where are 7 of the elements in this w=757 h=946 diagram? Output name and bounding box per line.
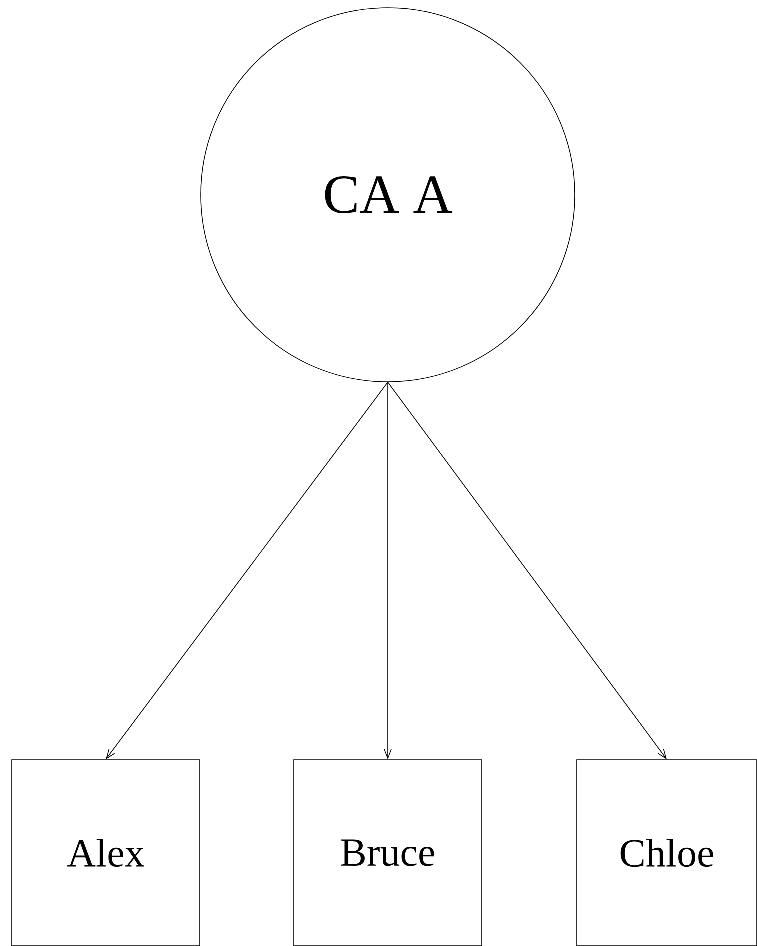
name-box: Chloe — [576, 760, 757, 946]
circle-node: CA A — [200, 8, 576, 382]
name-box: Alex — [12, 760, 200, 946]
arrow — [388, 382, 667, 760]
arrow — [106, 382, 388, 760]
name-box: Bruce — [294, 760, 482, 946]
arrow — [384, 382, 392, 760]
